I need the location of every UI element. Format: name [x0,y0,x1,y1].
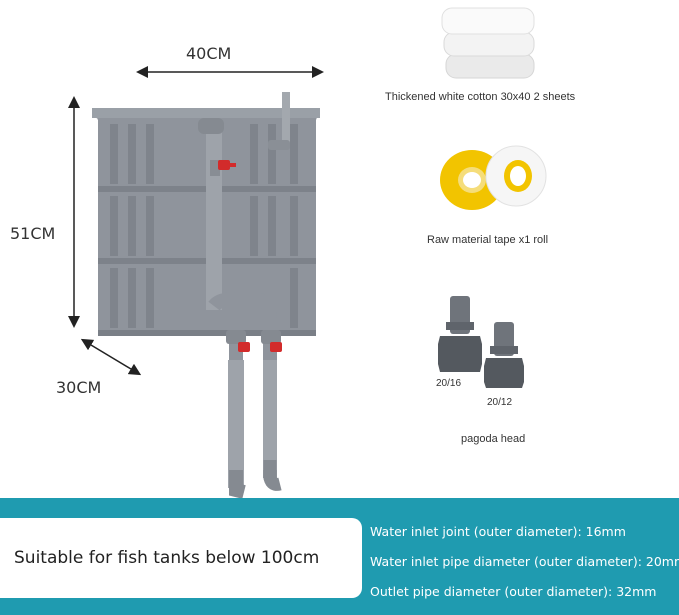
depth-arrow [80,338,142,376]
tape-roll-image [440,145,547,210]
product-illustration: 40CM 51CM 30CM Thickened white cotton 30… [10,7,576,498]
fit-box: Suitable for fish tanks below 100cm [0,518,362,598]
fitting-a-label: 20/16 [436,378,462,389]
valve-top [218,160,236,170]
fit-text: Suitable for fish tanks below 100cm [14,548,320,568]
spec-inlet-pipe: Water inlet pipe diameter (outer diamete… [370,554,679,569]
cotton-caption: Thickened white cotton 30x40 2 sheets [385,91,576,103]
filter-box-illustration [68,66,324,498]
width-label: 40CM [186,44,232,63]
depth-label: 30CM [56,378,102,397]
cotton-pads-image [441,7,535,79]
tape-caption: Raw material tape x1 roll [427,234,549,246]
spec-inlet-joint: Water inlet joint (outer diameter): 16mm [370,524,626,539]
height-label: 51CM [10,224,56,243]
valve-bottom [238,342,282,352]
spec-banner: Suitable for fish tanks below 100cm Wate… [0,498,679,615]
pagoda-heads-image [438,296,524,388]
pagoda-caption: pagoda head [461,433,526,445]
outlet-pipes [208,292,282,498]
spec-outlet-pipe: Outlet pipe diameter (outer diameter): 3… [370,584,657,599]
fitting-b-label: 20/12 [487,397,513,408]
